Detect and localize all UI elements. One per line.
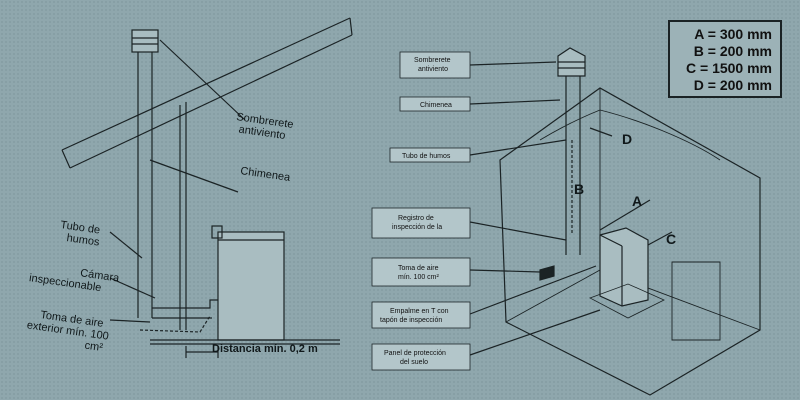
callout-tubo — [389, 147, 471, 163]
floor-panel — [589, 283, 665, 319]
leader-line — [469, 221, 567, 241]
legend-row-b: B = 200 mm — [693, 43, 772, 59]
callout-sombrerete-line2: antiviento — [418, 66, 448, 73]
connector-pipe — [152, 299, 218, 309]
leader-line — [149, 159, 239, 193]
stove — [217, 231, 285, 341]
callout-empalme-line1: Empalme en T con — [390, 308, 449, 315]
legend-key: C — [685, 60, 697, 76]
callout-empalme — [371, 301, 471, 329]
left-drawing — [61, 17, 353, 358]
legend-value: 300 mm — [719, 26, 772, 42]
callout-panel — [371, 343, 471, 371]
letter-a: A — [632, 193, 642, 209]
callout-toma-line2: mín. 100 cm² — [398, 274, 440, 281]
label-distancia: Distancia mín. 0,2 m — [212, 343, 318, 355]
dimension-legend: A = 300 mm B = 200 mm C = 1500 mm D = 20… — [668, 20, 782, 98]
callout-registro — [371, 207, 471, 239]
callout-toma-line1: Toma de aire — [398, 265, 439, 272]
legend-value: 200 mm — [719, 43, 772, 59]
leader-line — [159, 39, 246, 121]
callout-registro-line2: inspección de la — [392, 224, 442, 231]
legend-key: B — [693, 43, 704, 59]
leader-line — [469, 99, 561, 105]
letter-c: C — [666, 231, 676, 247]
callout-chimenea — [399, 96, 471, 112]
letter-b: B — [574, 181, 584, 197]
leader-line — [109, 231, 143, 259]
roof — [61, 17, 353, 169]
callout-panel-line1: Panel de protección — [384, 350, 446, 357]
svg-text:Panel de protección de: Panel de protección del suelo — [384, 350, 448, 366]
dimension-a — [599, 199, 651, 231]
air-intake — [539, 265, 555, 281]
svg-text:Toma de aire mín. 100: Toma de aire mín. 100 cm² — [398, 265, 440, 281]
svg-text:Sombrerete antiviento: Sombrerete antiviento — [414, 57, 453, 73]
callout-toma — [371, 257, 471, 287]
callout-empalme-line2: tapón de inspección — [380, 317, 442, 324]
svg-text:Sombrerete antiviento: Sombrerete antiviento — [234, 111, 297, 143]
svg-text:Toma de aire exterior: Toma de aire exterior mín. 100 cm² — [24, 307, 114, 355]
legend-key: A — [694, 26, 704, 42]
label-chimenea-left: Chimenea — [240, 165, 292, 184]
svg-text:Tubo de humos: Tubo de humos — [58, 219, 104, 249]
leader-line — [469, 265, 597, 315]
callout-tubo-text: Tubo de humos — [402, 153, 451, 160]
label-tubo-left-2: humos — [66, 232, 101, 249]
right-callouts: Sombrerete antiviento Chimenea Tubo de h… — [371, 51, 471, 371]
chimney-cap — [131, 29, 159, 53]
leader-line — [109, 319, 151, 323]
svg-text:Empalme en T con tapón: Empalme en T con tapón de inspección — [380, 308, 450, 324]
legend-row-c: C = 1500 mm — [685, 60, 772, 76]
svg-text:Registro de inspección: Registro de inspección de la — [392, 215, 442, 231]
leader-line — [469, 269, 541, 273]
callout-registro-line1: Registro de — [398, 215, 434, 222]
legend-row-d: D = 200 mm — [693, 77, 772, 93]
callout-sombrerete-line1: Sombrerete — [414, 57, 451, 64]
legend-key: D — [693, 77, 704, 93]
leader-line — [469, 309, 601, 356]
leader-line — [469, 139, 567, 156]
dimension-letters: A B C D — [574, 131, 676, 247]
dimension-c — [647, 231, 673, 246]
ceiling — [539, 109, 721, 161]
callout-panel-line2: del suelo — [400, 359, 428, 366]
label-tubo-left-1: Tubo de — [60, 219, 101, 236]
legend-value: 200 mm — [719, 77, 772, 93]
legend-value: 1500 mm — [712, 60, 772, 76]
leader-line — [469, 61, 557, 66]
label-camara-left-1: Cámara — [80, 267, 121, 284]
svg-text:Cámara inspeccionable: Cámara inspeccionable — [28, 260, 123, 297]
dimension-d — [589, 127, 613, 137]
right-drawing — [469, 47, 761, 396]
stove — [599, 227, 649, 307]
label-toma-left-3: cm² — [84, 340, 104, 354]
letter-d: D — [622, 131, 632, 147]
leader-line — [109, 277, 156, 299]
callout-chimenea-text: Chimenea — [420, 102, 452, 109]
legend-row-a: A = 300 mm — [694, 26, 772, 42]
callout-sombrerete — [399, 51, 471, 79]
